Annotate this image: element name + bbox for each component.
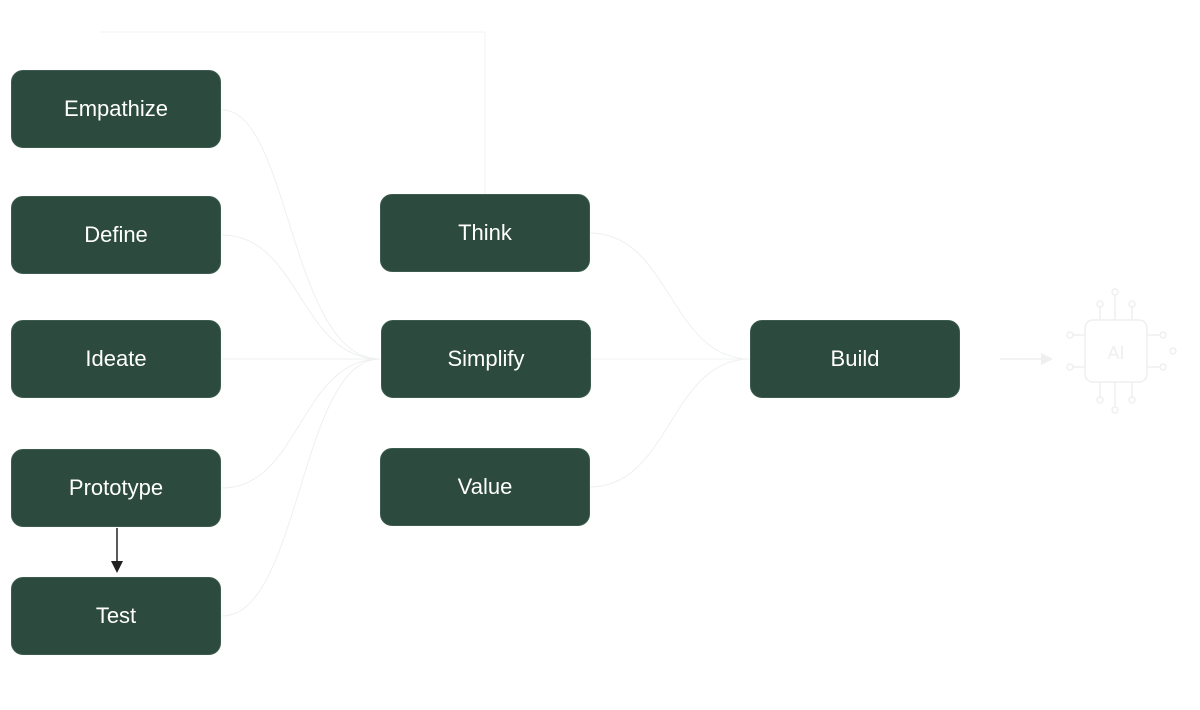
edge-test-simplify — [221, 358, 381, 617]
edge-value-build — [589, 358, 751, 488]
node-simplify[interactable]: Simplify — [381, 320, 591, 398]
node-label: Simplify — [447, 346, 525, 371]
node-value[interactable]: Value — [380, 448, 590, 526]
node-prototype[interactable]: Prototype — [11, 449, 221, 527]
node-test[interactable]: Test — [11, 577, 221, 655]
node-define[interactable]: Define — [11, 196, 221, 274]
node-empathize[interactable]: Empathize — [11, 70, 221, 148]
edge-empathize-simplify — [221, 109, 381, 360]
ai-icon-label: AI — [1107, 343, 1124, 363]
node-label: Ideate — [85, 346, 147, 371]
edge-think-build — [589, 232, 751, 360]
node-label: Empathize — [64, 96, 168, 121]
faint-top-connector — [100, 31, 486, 194]
node-label: Define — [84, 222, 148, 247]
node-label: Test — [95, 603, 137, 628]
node-label: Build — [830, 346, 880, 371]
node-build[interactable]: Build — [750, 320, 960, 398]
node-ideate[interactable]: Ideate — [11, 320, 221, 398]
edge-define-simplify — [221, 234, 381, 360]
ai-chip-icon: AI — [1066, 288, 1177, 414]
node-label: Think — [458, 220, 512, 245]
edge-prototype-simplify — [221, 358, 381, 489]
node-label: Prototype — [68, 475, 164, 500]
node-think[interactable]: Think — [380, 194, 590, 272]
node-label: Value — [457, 474, 513, 499]
